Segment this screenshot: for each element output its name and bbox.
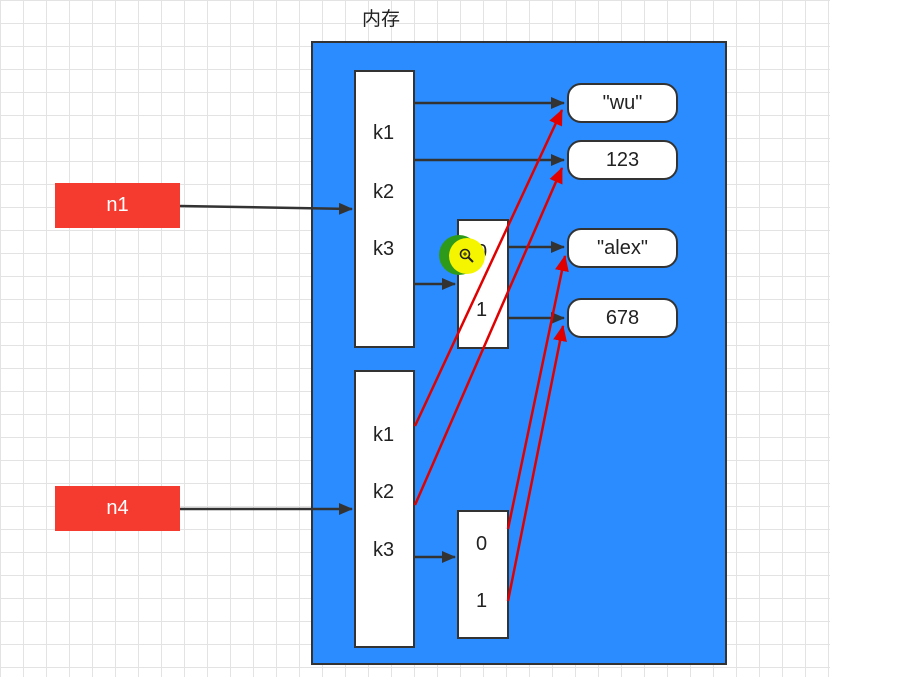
dict-bottom-key-k3: k3 [373, 539, 395, 561]
value-123[interactable]: 123 [567, 140, 678, 180]
value-alex[interactable]: "alex" [567, 228, 678, 268]
dict-top-key-k3: k3 [373, 238, 395, 260]
list-top[interactable] [457, 219, 509, 349]
dict-bottom-key-k2: k2 [373, 481, 395, 503]
variable-n1[interactable]: n1 [55, 183, 180, 228]
list-bottom[interactable] [457, 510, 509, 639]
variable-n4[interactable]: n4 [55, 486, 180, 531]
value-wu[interactable]: "wu" [567, 83, 678, 123]
value-678[interactable]: 678 [567, 298, 678, 338]
dict-bottom[interactable] [354, 370, 415, 648]
dict-top-key-k2: k2 [373, 181, 395, 203]
list-top-index-0: 0 [476, 241, 488, 263]
dict-top[interactable] [354, 70, 415, 348]
list-top-index-1: 1 [476, 299, 488, 321]
list-bottom-index-0: 0 [476, 533, 488, 555]
list-bottom-index-1: 1 [476, 590, 488, 612]
dict-top-key-k1: k1 [373, 122, 395, 144]
canvas-margin [830, 0, 918, 677]
dict-bottom-key-k1: k1 [373, 424, 395, 446]
memory-title: 内存 [362, 9, 401, 30]
